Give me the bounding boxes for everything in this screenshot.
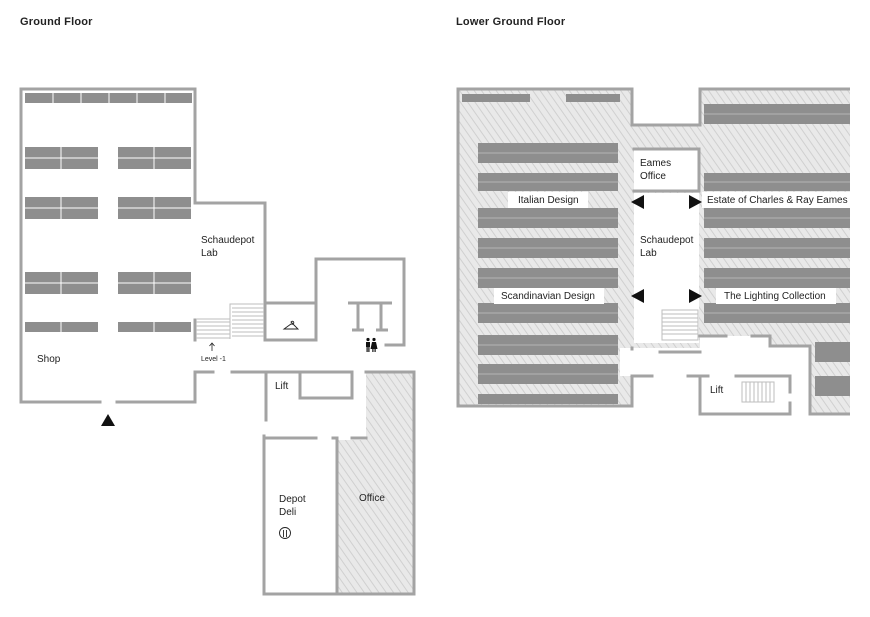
stairs bbox=[196, 303, 264, 339]
eames-office-line2: Office bbox=[640, 171, 666, 182]
ground-floor-plan bbox=[19, 87, 416, 596]
up-arrow-icon bbox=[209, 342, 215, 351]
entrance-arrow-icon bbox=[101, 414, 115, 426]
ground-floor-walls bbox=[19, 87, 416, 596]
level-marker-label: Level -1 bbox=[201, 356, 226, 363]
cloakroom-hanger-icon bbox=[282, 320, 300, 330]
label-backgrounds bbox=[494, 192, 850, 304]
eames-office-label: Eames Office bbox=[640, 157, 671, 183]
deli-label-line1: Depot bbox=[279, 494, 306, 505]
lab-label-line2: Lab bbox=[201, 248, 218, 259]
deli-label-line2: Deli bbox=[279, 507, 297, 518]
scandinavian-design-label: Scandinavian Design bbox=[501, 291, 595, 302]
furniture-table bbox=[348, 301, 392, 332]
lower-ground-walls bbox=[456, 87, 850, 416]
lab-label-line1: Schaudepot bbox=[201, 235, 255, 246]
lower-lab-line1: Schaudepot bbox=[640, 235, 694, 246]
eames-office-line1: Eames bbox=[640, 158, 672, 169]
office-area bbox=[337, 372, 414, 594]
lift-label: Lift bbox=[275, 381, 289, 392]
schaudepot-lab-label: Schaudepot Lab bbox=[201, 234, 254, 260]
left-arrow-icon bbox=[631, 195, 644, 209]
lower-lab-line2: Lab bbox=[640, 248, 657, 259]
restaurant-icon bbox=[279, 527, 291, 539]
right-arrow-icon bbox=[689, 289, 702, 303]
lower-ground-floor-title: Lower Ground Floor bbox=[456, 16, 566, 28]
shop-label: Shop bbox=[37, 354, 61, 365]
lower-ground-stairs bbox=[661, 309, 775, 403]
lower-lift-label: Lift bbox=[710, 385, 724, 396]
lower-schaudepot-lab-label: Schaudepot Lab bbox=[640, 234, 693, 260]
right-arrow-icon bbox=[689, 195, 702, 209]
ground-floor-title: Ground Floor bbox=[20, 16, 93, 28]
shop-shelves bbox=[25, 93, 192, 332]
italian-design-label: Italian Design bbox=[518, 195, 579, 206]
lighting-collection-label: The Lighting Collection bbox=[724, 291, 826, 302]
office-label: Office bbox=[359, 493, 385, 504]
depot-deli-label: Depot Deli bbox=[279, 493, 306, 519]
shelf-dividers bbox=[478, 113, 850, 375]
eames-estate-label: Estate of Charles & Ray Eames bbox=[707, 195, 848, 206]
left-arrow-icon bbox=[631, 289, 644, 303]
lower-ground-floor-plan bbox=[456, 87, 850, 416]
toilets-icon bbox=[366, 337, 378, 352]
shop-shelf-dividers bbox=[25, 93, 191, 332]
